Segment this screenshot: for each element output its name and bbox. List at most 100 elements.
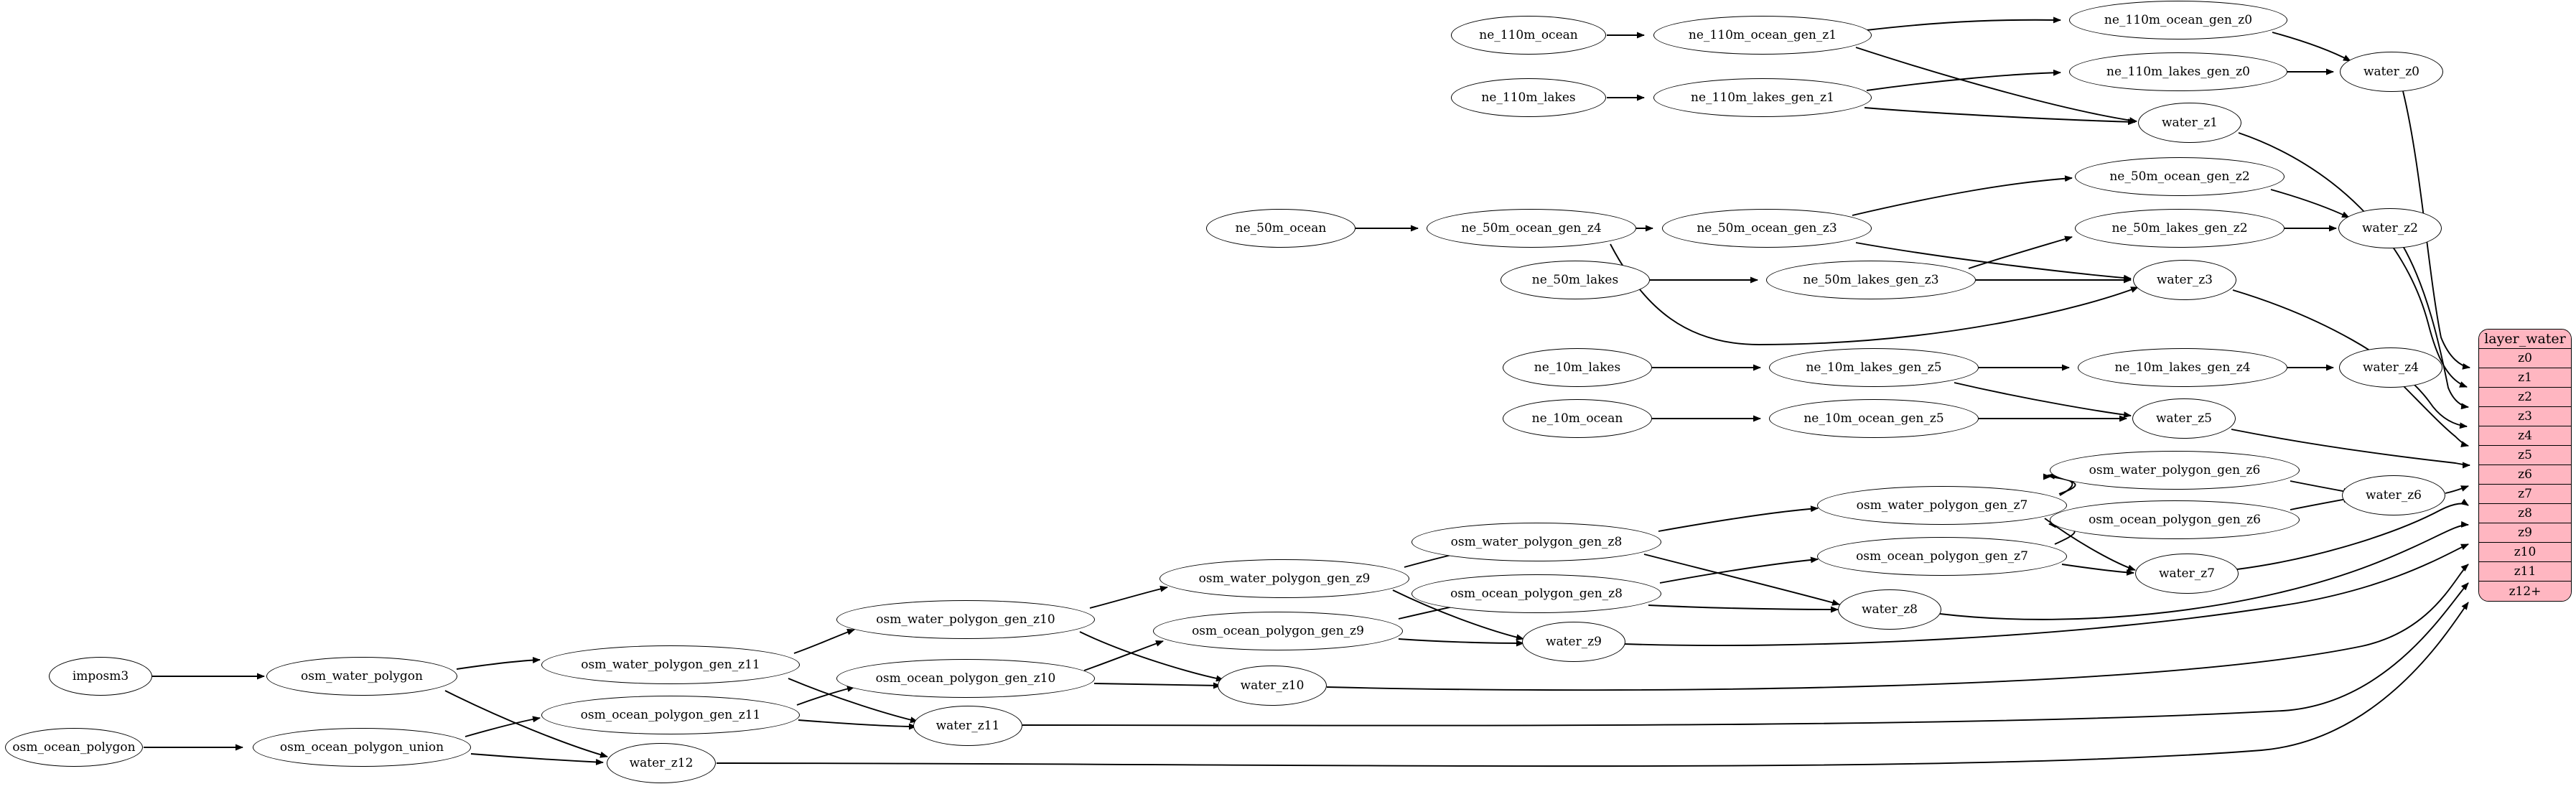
node-ne_50m_lakes_gen_z3[interactable]: ne_50m_lakes_gen_z3	[1766, 261, 1976, 299]
node-osm_ocean_polygon_gen_z7[interactable]: osm_ocean_polygon_gen_z7	[1817, 537, 2067, 576]
node-ne_50m_lakes[interactable]: ne_50m_lakes	[1501, 261, 1650, 299]
node-label: water_z3	[2157, 273, 2213, 287]
node-ne_50m_ocean[interactable]: ne_50m_ocean	[1206, 209, 1355, 248]
node-label: ne_10m_lakes_gen_z4	[2114, 360, 2251, 375]
node-label: osm_water_polygon	[300, 669, 423, 683]
node-water_z1[interactable]: water_z1	[2138, 103, 2241, 143]
edge-water_z1-to-layer_water_z1	[2238, 132, 2468, 388]
node-osm_ocean_polygon_gen_z11[interactable]: osm_ocean_polygon_gen_z11	[541, 696, 800, 734]
layer-water-row-z0[interactable]: z0	[2479, 349, 2571, 368]
node-label: water_z0	[2363, 65, 2419, 79]
edge-water_z6-to-layer_water_z6	[2445, 485, 2469, 494]
node-water_z11[interactable]: water_z11	[913, 706, 1022, 746]
layer-water-row-z11[interactable]: z11	[2479, 562, 2571, 582]
node-label: osm_water_polygon_gen_z11	[581, 658, 760, 672]
node-osm_water_polygon_gen_z8[interactable]: osm_water_polygon_gen_z8	[1411, 523, 1661, 561]
node-label: osm_ocean_polygon_gen_z7	[1856, 549, 2028, 564]
node-water_z12[interactable]: water_z12	[607, 743, 716, 783]
node-ne_10m_ocean[interactable]: ne_10m_ocean	[1503, 399, 1652, 438]
node-water_z8[interactable]: water_z8	[1838, 589, 1941, 630]
edge-ne_50m_ocean_gen_z4-to-water_z3	[1610, 243, 2139, 345]
layer-water-row-z10[interactable]: z10	[2479, 543, 2571, 562]
layer-water-row-z8[interactable]: z8	[2479, 504, 2571, 523]
node-osm_ocean_polygon_gen_z6[interactable]: osm_ocean_polygon_gen_z6	[2050, 500, 2300, 539]
edge-osm_ocean_polygon_union-to-water_z12	[470, 753, 604, 765]
node-ne_110m_ocean_gen_z1[interactable]: ne_110m_ocean_gen_z1	[1653, 16, 1872, 55]
layer-water-row-z9[interactable]: z9	[2479, 523, 2571, 543]
node-water_z2[interactable]: water_z2	[2338, 208, 2442, 248]
node-label: ne_110m_lakes_gen_z1	[1691, 90, 1834, 105]
node-ne_10m_lakes[interactable]: ne_10m_lakes	[1503, 348, 1652, 387]
edge-osm_ocean_polygon_gen_z6-to-water_z6	[2290, 496, 2351, 510]
node-osm_ocean_polygon[interactable]: osm_ocean_polygon	[5, 728, 143, 767]
node-label: ne_50m_lakes	[1531, 273, 1619, 287]
node-label: osm_water_polygon_gen_z9	[1198, 571, 1371, 586]
node-water_z9[interactable]: water_z9	[1522, 622, 1625, 662]
layer-water-row-z4[interactable]: z4	[2479, 426, 2571, 446]
node-water_z4[interactable]: water_z4	[2339, 347, 2442, 388]
node-osm_ocean_polygon_gen_z9[interactable]: osm_ocean_polygon_gen_z9	[1153, 612, 1403, 650]
node-ne_50m_lakes_gen_z2[interactable]: ne_50m_lakes_gen_z2	[2075, 209, 2285, 248]
node-osm_water_polygon_gen_z7[interactable]: osm_water_polygon_gen_z7	[1817, 486, 2067, 525]
node-ne_50m_ocean_gen_z4[interactable]: ne_50m_ocean_gen_z4	[1427, 209, 1636, 248]
node-ne_10m_lakes_gen_z4[interactable]: ne_10m_lakes_gen_z4	[2078, 348, 2287, 387]
node-osm_ocean_polygon_gen_z10[interactable]: osm_ocean_polygon_gen_z10	[836, 659, 1095, 698]
node-label: ne_50m_ocean_gen_z3	[1697, 221, 1837, 235]
edge-osm_water_polygon-to-water_z12	[444, 690, 608, 758]
node-ne_110m_lakes_gen_z1[interactable]: ne_110m_lakes_gen_z1	[1653, 78, 1872, 117]
node-ne_10m_ocean_gen_z5[interactable]: ne_10m_ocean_gen_z5	[1769, 399, 1979, 438]
node-label: osm_ocean_polygon_union	[279, 740, 444, 755]
node-ne_50m_ocean_gen_z3[interactable]: ne_50m_ocean_gen_z3	[1662, 209, 1872, 248]
node-label: ne_50m_ocean_gen_z4	[1461, 221, 1602, 235]
layer-water-row-z5[interactable]: z5	[2479, 446, 2571, 465]
node-label: ne_10m_lakes_gen_z5	[1806, 360, 1942, 375]
node-water_z6[interactable]: water_z6	[2342, 475, 2445, 515]
layer-water-row-z12+[interactable]: z12+	[2479, 582, 2571, 601]
edge-osm_ocean_polygon_gen_z11-to-osm_ocean_polygon_gen_z10	[796, 686, 855, 706]
node-osm_water_polygon_gen_z11[interactable]: osm_water_polygon_gen_z11	[541, 645, 800, 684]
node-ne_110m_lakes_gen_z0[interactable]: ne_110m_lakes_gen_z0	[2069, 52, 2287, 91]
node-ne_10m_lakes_gen_z5[interactable]: ne_10m_lakes_gen_z5	[1769, 348, 1979, 387]
edge-osm_water_polygon_gen_z9-to-water_z9	[1392, 589, 1524, 641]
layer-water-row-z2[interactable]: z2	[2479, 388, 2571, 407]
node-water_z0[interactable]: water_z0	[2340, 52, 2443, 92]
node-osm_water_polygon[interactable]: osm_water_polygon	[266, 657, 457, 696]
node-ne_50m_ocean_gen_z2[interactable]: ne_50m_ocean_gen_z2	[2075, 157, 2285, 196]
node-label: ne_110m_ocean	[1479, 28, 1578, 42]
node-osm_water_polygon_gen_z10[interactable]: osm_water_polygon_gen_z10	[836, 600, 1095, 639]
node-label: imposm3	[72, 669, 129, 683]
node-osm_ocean_polygon_gen_z8[interactable]: osm_ocean_polygon_gen_z8	[1411, 574, 1661, 613]
edge-osm_ocean_polygon_gen_z8-to-osm_ocean_polygon_gen_z7	[1659, 556, 1819, 584]
edge-osm_water_polygon_gen_z6-to-water_z6	[2290, 480, 2351, 495]
node-water_z7[interactable]: water_z7	[2135, 554, 2239, 594]
edge-water_z5-to-layer_water_z5	[2231, 429, 2470, 469]
edge-ne_50m_ocean_gen_z3-to-ne_50m_ocean_gen_z2	[1852, 175, 2073, 216]
node-label: osm_ocean_polygon	[12, 740, 136, 755]
node-water_z5[interactable]: water_z5	[2132, 398, 2236, 439]
edge-water_z11-to-layer_water_z11	[1022, 582, 2469, 727]
node-label: ne_10m_lakes	[1534, 360, 1621, 375]
layer-water-row-z6[interactable]: z6	[2479, 465, 2571, 485]
edge-water_z12-to-layer_water_z12	[716, 602, 2469, 767]
node-ne_110m_ocean[interactable]: ne_110m_ocean	[1451, 16, 1606, 55]
node-imposm3[interactable]: imposm3	[49, 657, 152, 696]
edge-osm_water_polygon_gen_z11-to-water_z11	[788, 678, 918, 724]
edge-osm_ocean_polygon_gen_z7-to-water_z7	[2061, 564, 2134, 576]
node-label: ne_110m_ocean_gen_z0	[2104, 13, 2253, 27]
node-ne_110m_ocean_gen_z0[interactable]: ne_110m_ocean_gen_z0	[2069, 1, 2287, 39]
layer-water-row-z7[interactable]: z7	[2479, 485, 2571, 504]
node-osm_water_polygon_gen_z9[interactable]: osm_water_polygon_gen_z9	[1159, 559, 1409, 598]
edge-ne_10m_lakes_gen_z5-to-water_z5	[1954, 382, 2132, 419]
node-water_z3[interactable]: water_z3	[2133, 260, 2236, 300]
node-label: water_z11	[935, 719, 1000, 733]
layer-water-row-z3[interactable]: z3	[2479, 407, 2571, 426]
node-osm_ocean_polygon_union[interactable]: osm_ocean_polygon_union	[253, 728, 471, 767]
edge-osm_water_polygon_gen_z8-to-osm_water_polygon_gen_z7	[1658, 505, 1819, 532]
edge-osm_ocean_polygon_gen_z9-to-water_z9	[1398, 638, 1524, 647]
node-label: ne_110m_ocean_gen_z1	[1688, 28, 1837, 42]
layer-water-row-z1[interactable]: z1	[2479, 368, 2571, 388]
node-osm_water_polygon_gen_z6[interactable]: osm_water_polygon_gen_z6	[2050, 451, 2300, 490]
node-water_z10[interactable]: water_z10	[1218, 666, 1327, 706]
node-ne_110m_lakes[interactable]: ne_110m_lakes	[1451, 78, 1606, 117]
